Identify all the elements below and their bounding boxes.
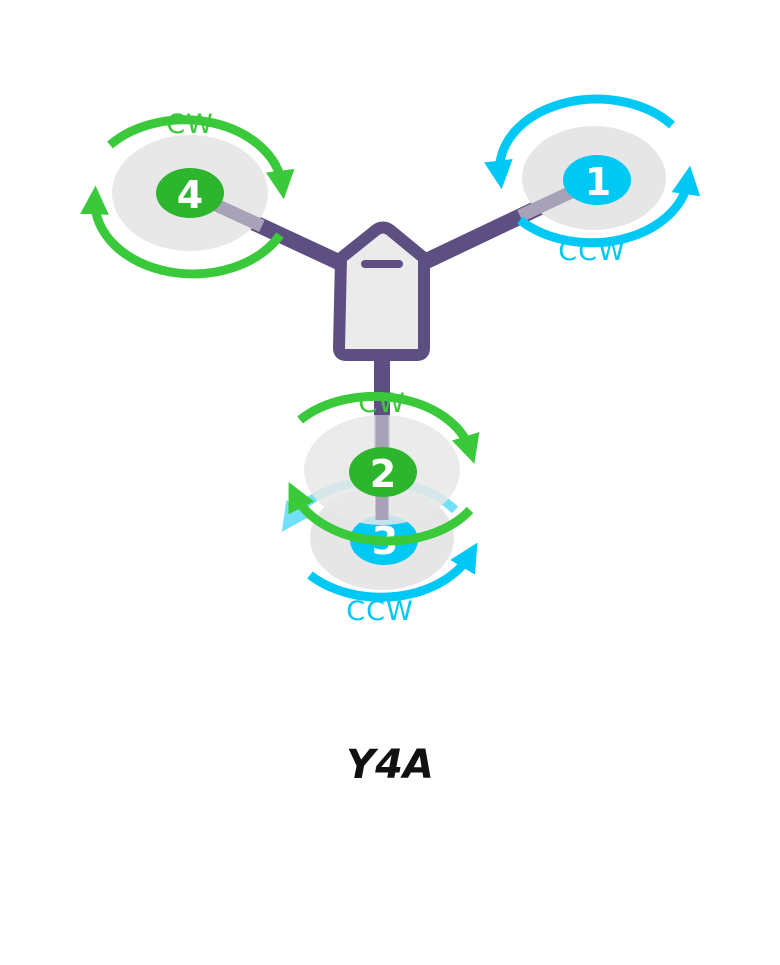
- rotation-arrow-4b: [80, 185, 284, 279]
- motor-1-group: 1 CCW: [484, 94, 701, 267]
- motor-number-1: 1: [585, 160, 611, 204]
- rotation-arrow-1a: [484, 94, 675, 190]
- rotation-arrow-2a: [297, 391, 480, 464]
- motor-badge-1: [563, 155, 631, 205]
- rotation-arrow-3b: [307, 542, 478, 602]
- frame-type-label: Y4A: [346, 742, 434, 788]
- direction-label-2: CW: [358, 388, 406, 419]
- rotation-arrow-1b: [517, 165, 701, 248]
- rotation-arrow-2b: [288, 482, 474, 546]
- rotation-arrow-4a: [107, 115, 295, 200]
- motor-number-2: 2: [370, 452, 396, 496]
- motor-2-group: 2 CW: [288, 388, 480, 546]
- direction-label-1: CCW: [558, 236, 625, 267]
- motor-4-group: 4 CW: [80, 109, 295, 279]
- frame-body: [333, 221, 430, 361]
- motor-badge-4: [156, 168, 224, 218]
- direction-label-4: CW: [166, 109, 214, 140]
- motor-badge-2: [349, 447, 417, 497]
- direction-label-3: CCW: [346, 596, 413, 627]
- motor-number-4: 4: [177, 173, 203, 217]
- body-shape: [333, 221, 430, 361]
